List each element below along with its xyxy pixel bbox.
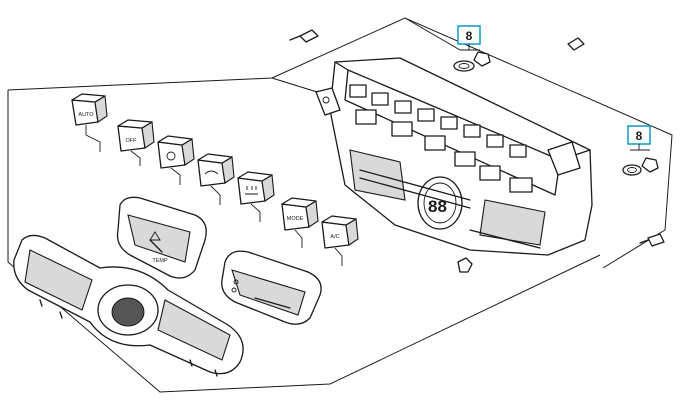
button-ac: A/C: [321, 215, 359, 249]
fan-rocker: [221, 250, 322, 325]
button-ac-label: A/C: [330, 234, 339, 240]
button-mode: MODE: [281, 197, 319, 231]
triangle-icon: [149, 231, 161, 241]
knob-label: TEMP: [152, 258, 168, 264]
defrost-icon: [245, 186, 258, 195]
callout-8-right: 8: [622, 125, 659, 176]
temperature-display: 88: [417, 176, 463, 230]
callout-label: 8: [636, 129, 643, 143]
control-unit-housing: 88: [315, 57, 593, 256]
fresh-air-icon: [204, 170, 219, 175]
button-recirc: [157, 135, 195, 169]
button-defrost: [237, 171, 275, 205]
screw-right: [639, 233, 665, 247]
temp-rocker: TEMP: [116, 196, 207, 279]
nut-right: [641, 157, 659, 173]
connector-row: [349, 84, 533, 193]
recirc-icon: [166, 151, 176, 161]
callout-8-top: 8: [453, 25, 491, 72]
screw-right-top: [567, 37, 585, 51]
button-auto: AUTO: [71, 93, 108, 135]
button-mode-label: MODE: [287, 216, 304, 222]
button-fresh: [197, 153, 235, 187]
display-digits: 88: [428, 197, 447, 216]
washer-right: [622, 164, 642, 176]
button-leaders: [85, 134, 343, 266]
button-off: OFF: [117, 119, 155, 152]
nut-top: [473, 51, 491, 67]
button-off-label: OFF: [126, 138, 138, 144]
trim-bezel: [13, 234, 244, 377]
button-auto-label: AUTO: [78, 112, 94, 118]
washer-top: [453, 60, 475, 72]
callout-label: 8: [466, 29, 473, 43]
nut-bottom: [457, 257, 473, 273]
bezel-center-hole: [111, 297, 145, 327]
screw-top: [289, 29, 319, 43]
